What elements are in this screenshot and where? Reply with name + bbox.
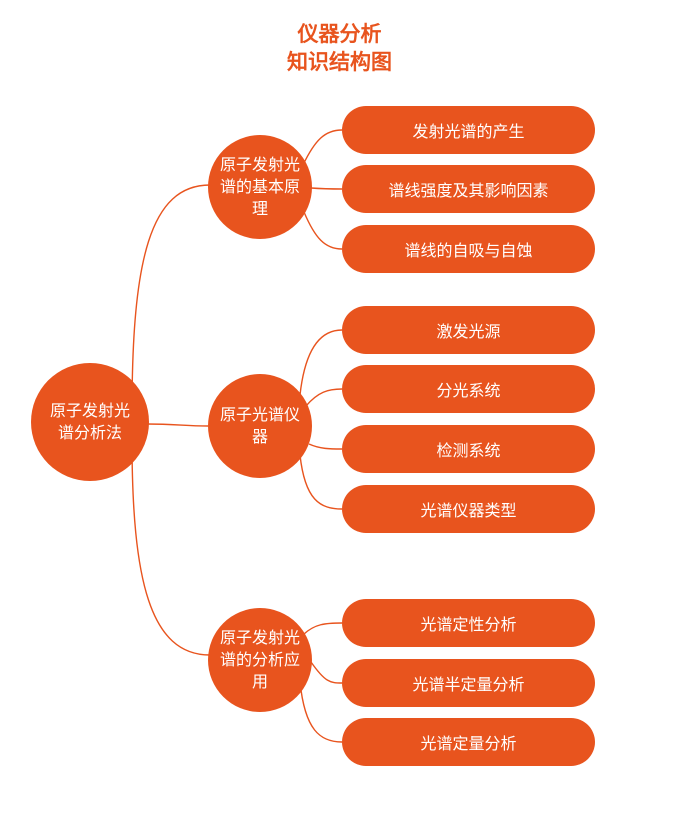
leaf-node: 光谱定量分析 bbox=[342, 718, 595, 766]
branch-node-label: 原子光谱仪器 bbox=[220, 405, 301, 446]
leaf-node: 谱线的自吸与自蚀 bbox=[342, 225, 595, 273]
root-node: 原子发射光谱分析法 bbox=[31, 363, 149, 481]
leaf-node: 光谱定性分析 bbox=[342, 599, 595, 647]
leaf-node: 激发光源 bbox=[342, 306, 595, 354]
connector-root-branch-1 bbox=[131, 184, 211, 413]
connector-b2-leaf-2 bbox=[305, 388, 343, 407]
connector-b2-leaf-4 bbox=[299, 454, 343, 510]
leaf-node: 光谱仪器类型 bbox=[342, 485, 595, 533]
connector-b1-leaf-3 bbox=[303, 211, 343, 250]
branch-node-1: 原子发射光谱的基本原理 bbox=[208, 135, 312, 239]
leaf-node: 检测系统 bbox=[342, 425, 595, 473]
root-node-label: 原子发射光谱分析法 bbox=[49, 401, 130, 442]
connector-b2-leaf-3 bbox=[308, 443, 343, 450]
connector-root-branch-2 bbox=[146, 423, 209, 427]
connector-b2-leaf-1 bbox=[299, 329, 343, 396]
leaf-node: 分光系统 bbox=[342, 365, 595, 413]
connector-b3-leaf-2 bbox=[310, 661, 343, 684]
diagram-title-line1: 仪器分析 bbox=[297, 22, 382, 46]
branch-node-label: 原子发射光谱的分析应用 bbox=[220, 628, 301, 691]
diagram-title-line2: 知识结构图 bbox=[287, 50, 392, 74]
connector-b1-leaf-2 bbox=[310, 187, 343, 190]
connector-root-branch-3 bbox=[131, 439, 211, 656]
connector-b1-leaf-1 bbox=[302, 129, 343, 166]
branch-node-label: 原子发射光谱的基本原理 bbox=[220, 155, 301, 218]
branch-node-3: 原子发射光谱的分析应用 bbox=[208, 608, 312, 712]
connector-b3-leaf-3 bbox=[299, 681, 343, 743]
leaf-node: 谱线强度及其影响因素 bbox=[342, 165, 595, 213]
connector-b3-leaf-1 bbox=[303, 622, 343, 635]
leaf-node: 光谱半定量分析 bbox=[342, 659, 595, 707]
branch-node-2: 原子光谱仪器 bbox=[208, 374, 312, 478]
leaf-node: 发射光谱的产生 bbox=[342, 106, 595, 154]
